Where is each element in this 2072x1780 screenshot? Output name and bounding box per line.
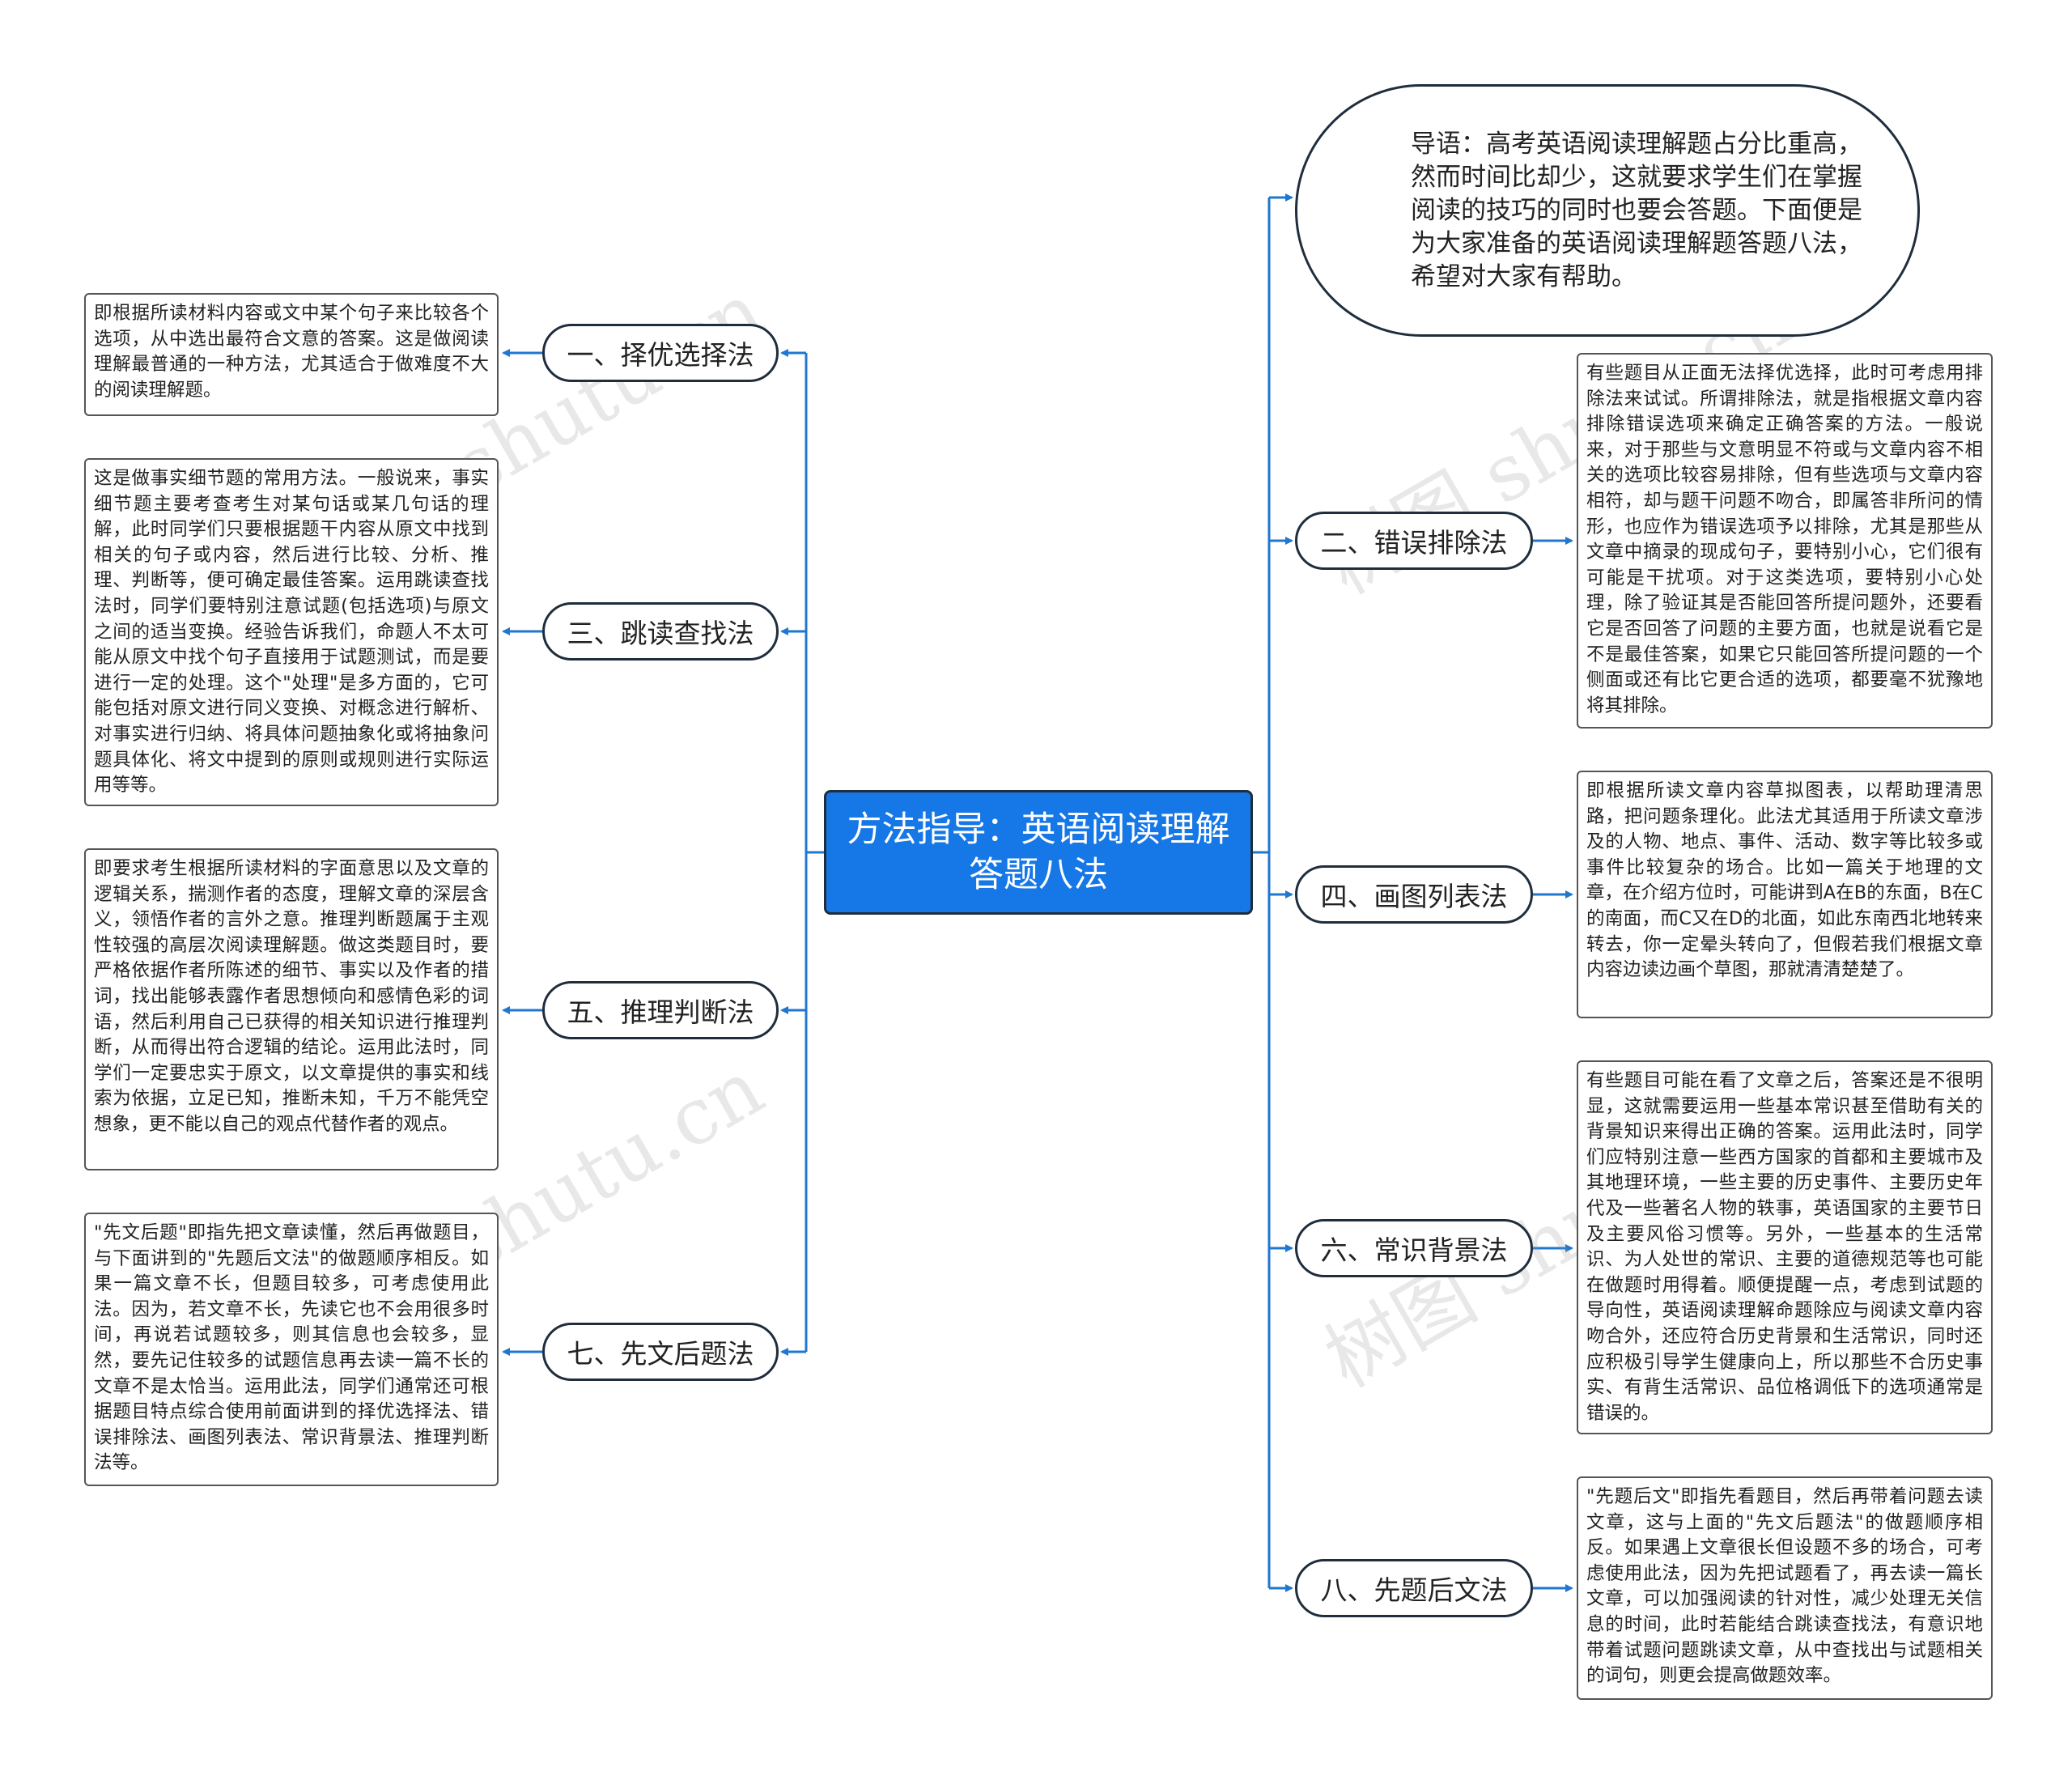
branch-8-label[interactable]: 八、先题后文法 [1295, 1559, 1533, 1617]
branch-5-detail: 即要求考生根据所读材料的字面意思以及文章的逻辑关系，揣测作者的态度，理解文章的深… [84, 848, 499, 1170]
branch-1-label[interactable]: 一、择优选择法 [542, 324, 779, 382]
branch-3-label[interactable]: 三、跳读查找法 [542, 602, 779, 661]
branch-3-detail: 这是做事实细节题的常用方法。一般说来，事实细节题主要考查考生对某句话或某几句话的… [84, 458, 499, 806]
branch-8-detail: "先题后文"即指先看题目，然后再带着问题去读文章，这与上面的"先文后题法"的做题… [1577, 1476, 1993, 1700]
branch-7-label[interactable]: 七、先文后题法 [542, 1323, 779, 1381]
branch-1-detail: 即根据所读材料内容或文中某个句子来比较各个选项，从中选出最符合文意的答案。这是做… [84, 293, 499, 416]
branch-2-detail: 有些题目从正面无法择优选择，此时可考虑用排除法来试试。所谓排除法，就是指根据文章… [1577, 353, 1993, 729]
branch-7-detail: "先文后题"即指先把文章读懂，然后再做题目，与下面讲到的"先题后文法"的做题顺序… [84, 1213, 499, 1486]
branch-5-label[interactable]: 五、推理判断法 [542, 981, 779, 1039]
branch-6-detail: 有些题目可能在看了文章之后，答案还是不很明显，这就需要运用一些基本常识甚至借助有… [1577, 1060, 1993, 1434]
branch-4-label[interactable]: 四、画图列表法 [1295, 865, 1533, 924]
branch-2-label[interactable]: 二、错误排除法 [1295, 512, 1533, 570]
intro-bubble[interactable]: 导语：高考英语阅读理解题占分比重高，然而时间比却少，这就要求学生们在掌握阅读的技… [1295, 84, 1920, 337]
root-topic[interactable]: 方法指导：英语阅读理解答题八法 [824, 790, 1253, 915]
intro-text: 导语：高考英语阅读理解题占分比重高，然而时间比却少，这就要求学生们在掌握阅读的技… [1411, 129, 1862, 291]
branch-6-label[interactable]: 六、常识背景法 [1295, 1219, 1533, 1277]
branch-4-detail: 即根据所读文章内容草拟图表，以帮助理清思路，把问题条理化。此法尤其适用于所读文章… [1577, 771, 1993, 1018]
